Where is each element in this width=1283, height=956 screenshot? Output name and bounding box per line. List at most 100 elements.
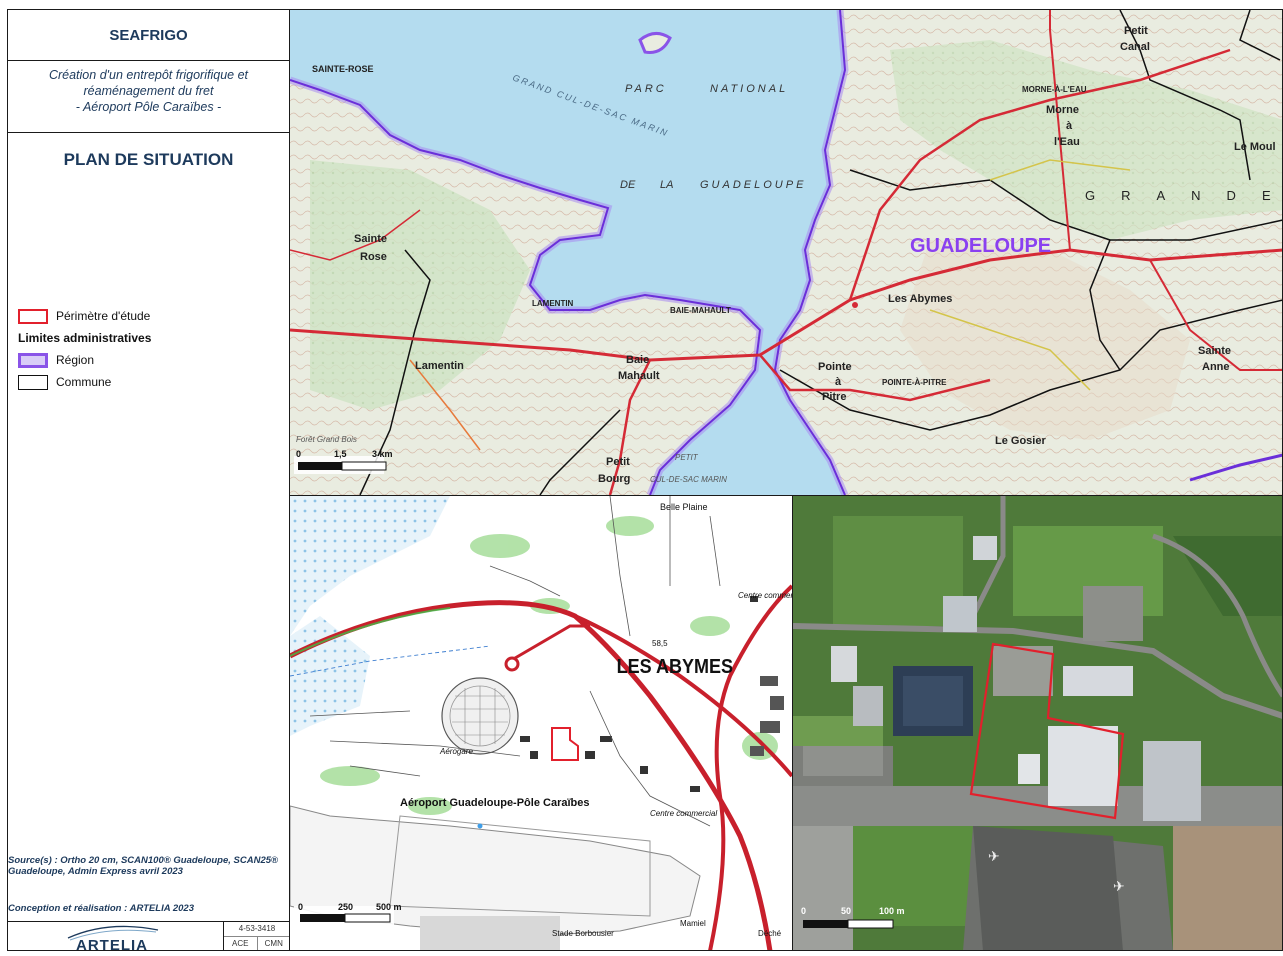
label-pointe-a-pitre-upper: POINTE-À-PITRE bbox=[882, 378, 947, 387]
legend-item-commune: Commune bbox=[18, 371, 283, 393]
label-elevation: 58,5 bbox=[652, 639, 668, 648]
label-baie-mahault-upper: BAIE-MAHAULT bbox=[670, 306, 731, 315]
label-petit-2: Petit bbox=[1124, 25, 1148, 37]
region-label: Région bbox=[56, 353, 95, 367]
label-deche: Déché bbox=[758, 929, 782, 938]
legend-panel: SEAFRIGO Création d'un entrepôt frigorif… bbox=[8, 10, 290, 954]
reference-code-2: CMN bbox=[264, 939, 283, 948]
perimeter-swatch bbox=[18, 308, 48, 324]
artelia-logo: ARTELIA bbox=[8, 922, 223, 954]
label-canal: Canal bbox=[1120, 41, 1150, 53]
label-centre-commercial-1: Centre commercial bbox=[738, 591, 792, 600]
aerial-scale-bar: 0 50 100 m bbox=[801, 906, 905, 929]
legend-admin-title: Limites administratives bbox=[18, 331, 152, 345]
description-line-1: Création d'un entrepôt frigorifique et bbox=[48, 68, 249, 82]
label-belle-plaine: Belle Plaine bbox=[660, 502, 708, 512]
study-perimeter-topo bbox=[551, 727, 579, 761]
label-a-2: à bbox=[1066, 120, 1073, 132]
label-stade: Stade Borbousier bbox=[552, 929, 614, 938]
regional-map-canvas: SAINTE-ROSE Sainte Rose Lamentin LAMENTI… bbox=[290, 10, 1283, 495]
scale-label-0: 0 bbox=[296, 449, 301, 459]
sheet-frame bbox=[7, 9, 1283, 951]
label-morne-a-leau-upper: MORNE-À-L'EAU bbox=[1022, 85, 1087, 94]
topo-scale-0: 0 bbox=[298, 902, 303, 912]
label-airport: Aéroport Guadeloupe-Pôle Caraïbes bbox=[400, 797, 589, 809]
commune-label: Commune bbox=[56, 375, 112, 389]
label-a: à bbox=[835, 376, 842, 388]
local-topo-map[interactable]: LES ABYMES Aéroport Guadeloupe-Pôle Cara… bbox=[290, 496, 792, 951]
aerial-map[interactable]: ✈ ✈ 0 50 100 m bbox=[793, 496, 1283, 951]
label-park-4: LA bbox=[660, 179, 673, 191]
reference-codes: ACE CMN bbox=[224, 937, 290, 951]
label-aerogare: Aérogare bbox=[439, 747, 473, 756]
topo-scale-mid: 250 bbox=[338, 902, 353, 912]
regional-map[interactable]: SAINTE-ROSE Sainte Rose Lamentin LAMENTI… bbox=[290, 10, 1283, 495]
legend-item-region: Région bbox=[18, 349, 283, 371]
reference-code-1: ACE bbox=[224, 937, 258, 951]
reference-box: 4-53-3418 ACE CMN bbox=[223, 922, 290, 951]
aerial-scale-0: 0 bbox=[801, 906, 806, 916]
label-grande: GRANDE bbox=[1085, 188, 1283, 203]
project-description: Création d'un entrepôt frigorifique et r… bbox=[8, 61, 289, 133]
commune-swatch bbox=[18, 374, 48, 390]
reference-number: 4-53-3418 bbox=[224, 922, 290, 937]
aerial-scale-mid: 50 bbox=[841, 906, 851, 916]
conception-text: Conception et réalisation : ARTELIA 2023 bbox=[8, 903, 194, 914]
local-topo-map-canvas: LES ABYMES Aéroport Guadeloupe-Pôle Cara… bbox=[290, 496, 792, 951]
label-lamentin-upper: LAMENTIN bbox=[532, 299, 574, 308]
regional-scale-bar: 0 1,5 3 km bbox=[294, 449, 393, 474]
perimeter-label: Périmètre d'étude bbox=[56, 309, 151, 323]
footer-divider bbox=[8, 921, 289, 922]
artelia-swoosh-icon bbox=[67, 925, 159, 941]
label-leau: l'Eau bbox=[1054, 136, 1080, 148]
label-baie: Baie bbox=[626, 354, 649, 366]
label-guadeloupe-region: GUADELOUPE bbox=[910, 235, 1051, 257]
aerial-scale-end: 100 m bbox=[879, 906, 905, 916]
label-le-gosier: Le Gosier bbox=[995, 435, 1046, 447]
map-divider-horizontal bbox=[290, 495, 1283, 496]
label-centre-commercial-2: Centre commercial bbox=[650, 809, 717, 818]
label-morne: Morne bbox=[1046, 104, 1079, 116]
label-sainte-rose-upper: SAINTE-ROSE bbox=[312, 64, 374, 74]
label-lamentin: Lamentin bbox=[415, 360, 464, 372]
label-mamiel: Mamiel bbox=[680, 919, 706, 928]
label-cul-de-sac: CUL-DE-SAC MARIN bbox=[650, 475, 727, 484]
label-petit-bay: PETIT bbox=[675, 453, 699, 462]
description-line-3: - Aéroport Pôle Caraïbes - bbox=[75, 100, 222, 114]
map-divider-vertical bbox=[792, 496, 793, 951]
project-title-box: SEAFRIGO bbox=[8, 10, 289, 61]
label-pitre: Pitre bbox=[822, 391, 846, 403]
project-title: SEAFRIGO bbox=[109, 26, 188, 44]
label-park-5: GUADELOUPE bbox=[700, 179, 806, 191]
label-sainte-2: Sainte bbox=[1198, 345, 1231, 357]
source-line-1: Source(s) : Ortho 20 cm, SCAN100® Guadel… bbox=[8, 855, 279, 866]
label-foret: Forêt Grand Bois bbox=[296, 435, 357, 444]
label-park-1: PARC bbox=[625, 83, 667, 95]
label-rose: Rose bbox=[360, 251, 387, 263]
label-petit: Petit bbox=[606, 456, 630, 468]
description-line-2: réaménagement du fret bbox=[83, 84, 214, 98]
label-park-3: DE bbox=[620, 179, 636, 191]
source-line-2: Guadeloupe, Admin Express avril 2023 bbox=[8, 866, 183, 877]
label-le-moul: Le Moul bbox=[1234, 141, 1276, 153]
legend-item-perimeter: Périmètre d'étude bbox=[18, 305, 283, 327]
topo-scale-end: 500 m bbox=[376, 902, 402, 912]
label-anne: Anne bbox=[1202, 361, 1230, 373]
region-swatch bbox=[18, 352, 48, 368]
panel-divider bbox=[289, 10, 290, 951]
label-mahault: Mahault bbox=[618, 370, 660, 382]
study-perimeter-aerial bbox=[969, 642, 1125, 820]
topo-scale-bar: 0 250 500 m bbox=[294, 902, 402, 926]
scale-label-mid: 1,5 bbox=[334, 449, 347, 459]
label-les-abymes: Les Abymes bbox=[888, 293, 952, 305]
label-pointe: Pointe bbox=[818, 361, 852, 373]
company-name: ARTELIA bbox=[76, 937, 148, 954]
scale-label-end: 3 km bbox=[372, 449, 393, 459]
plan-title: PLAN DE SITUATION bbox=[63, 150, 234, 169]
airport-icon bbox=[852, 302, 858, 308]
label-park-2: NATIONAL bbox=[710, 83, 788, 95]
label-bourg: Bourg bbox=[598, 473, 630, 485]
airplane-icon: ✈ bbox=[988, 848, 1000, 864]
map-legend: Périmètre d'étude Limites administrative… bbox=[18, 305, 283, 393]
airplane-icon-2: ✈ bbox=[1113, 878, 1125, 894]
